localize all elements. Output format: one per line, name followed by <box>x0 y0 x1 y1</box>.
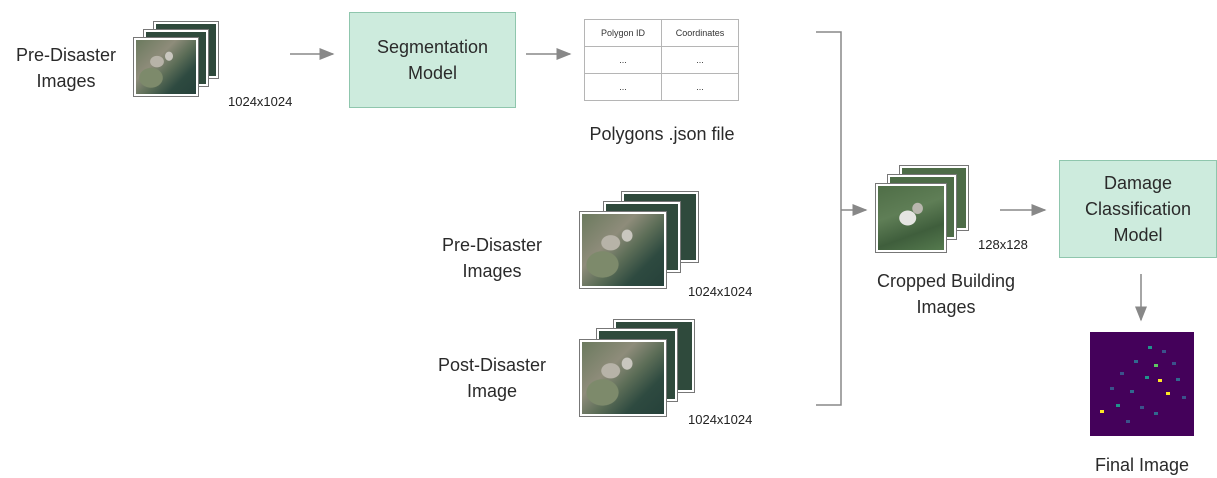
pre-disaster-images-label-top: Pre-Disaster Images <box>15 45 117 91</box>
table-row: ... ... <box>584 46 739 74</box>
pre-disaster-image-stack-mid <box>580 192 700 290</box>
satellite-image-front <box>580 212 666 288</box>
table-cell: ... <box>584 46 662 74</box>
image-size-label-mid: 1024x1024 <box>688 284 753 299</box>
damage-dot <box>1148 346 1152 349</box>
merge-bracket <box>816 31 842 406</box>
damage-classification-model-label: Damage Classification Model <box>1084 173 1192 245</box>
crop-size-label: 128x128 <box>978 237 1028 252</box>
image-size-label-bottom: 1024x1024 <box>688 412 753 427</box>
segmentation-model-box: Segmentation Model <box>349 12 516 108</box>
damage-dot <box>1134 360 1138 363</box>
damage-dot <box>1176 378 1180 381</box>
pre-disaster-images-label-mid: Pre-Disaster Images <box>441 235 543 281</box>
polygons-file-label: Polygons .json file <box>589 124 735 144</box>
cropped-building-images-label: Cropped Building Images <box>876 271 1016 317</box>
damage-dot <box>1100 410 1104 413</box>
satellite-image-front <box>580 340 666 416</box>
polygons-table-header: Polygon ID <box>584 19 662 47</box>
damage-dot <box>1182 396 1186 399</box>
cropped-image-front <box>876 184 946 252</box>
damage-dot <box>1154 412 1158 415</box>
damage-dot <box>1162 350 1166 353</box>
post-disaster-image-label: Post-Disaster Image <box>437 355 547 401</box>
damage-dot <box>1145 376 1149 379</box>
table-row: ... ... <box>584 73 739 101</box>
final-image-map <box>1090 332 1194 436</box>
final-image-label: Final Image <box>1094 455 1190 475</box>
damage-dot <box>1120 372 1124 375</box>
damage-dot <box>1166 392 1170 395</box>
polygons-table-header: Coordinates <box>661 19 739 47</box>
damage-dot <box>1130 390 1134 393</box>
damage-dot <box>1140 406 1144 409</box>
damage-classification-model-box: Damage Classification Model <box>1059 160 1217 258</box>
satellite-image-front <box>134 38 198 96</box>
table-cell: ... <box>661 73 739 101</box>
pre-disaster-image-stack-top <box>134 22 220 98</box>
image-size-label-top: 1024x1024 <box>228 94 293 109</box>
damage-dot <box>1126 420 1130 423</box>
post-disaster-image-stack <box>580 320 700 418</box>
cropped-building-image-stack <box>876 166 972 254</box>
table-cell: ... <box>661 46 739 74</box>
damage-dot <box>1154 364 1158 367</box>
damage-dot <box>1110 387 1114 390</box>
damage-dot <box>1172 362 1176 365</box>
polygons-table-header-row: Polygon ID Coordinates <box>584 19 739 47</box>
segmentation-model-label: Segmentation Model <box>376 37 489 83</box>
damage-dot <box>1158 379 1162 382</box>
damage-dot <box>1116 404 1120 407</box>
polygons-table: Polygon ID Coordinates ... ... ... ... <box>584 19 739 101</box>
table-cell: ... <box>584 73 662 101</box>
